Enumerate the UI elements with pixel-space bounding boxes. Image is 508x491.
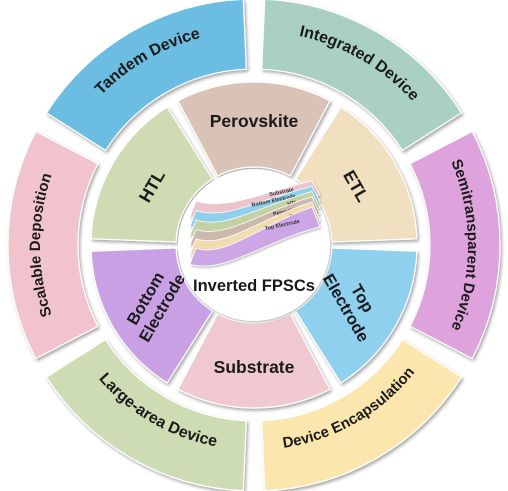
inner-label: Perovskite: [210, 111, 299, 131]
outer-segment: [45, 338, 247, 491]
inner-segment: [90, 247, 214, 384]
inner-segment: [177, 81, 331, 177]
outer-segment: [261, 0, 463, 152]
layer-label: Substrate: [269, 187, 295, 198]
inner-segment: [90, 106, 214, 243]
inner-segment: [177, 313, 331, 409]
outer-segment: [45, 0, 247, 152]
layer-sheet: [189, 206, 321, 267]
inner-segment: [294, 247, 418, 384]
outer-segment: [7, 130, 99, 360]
center-title: Inverted FPSCs: [193, 277, 315, 295]
inner-label: Substrate: [214, 357, 295, 377]
inner-ring: PerovskiteETLTopElectrodeSubstrateBottom…: [90, 81, 418, 409]
outer-segment: [409, 130, 501, 360]
